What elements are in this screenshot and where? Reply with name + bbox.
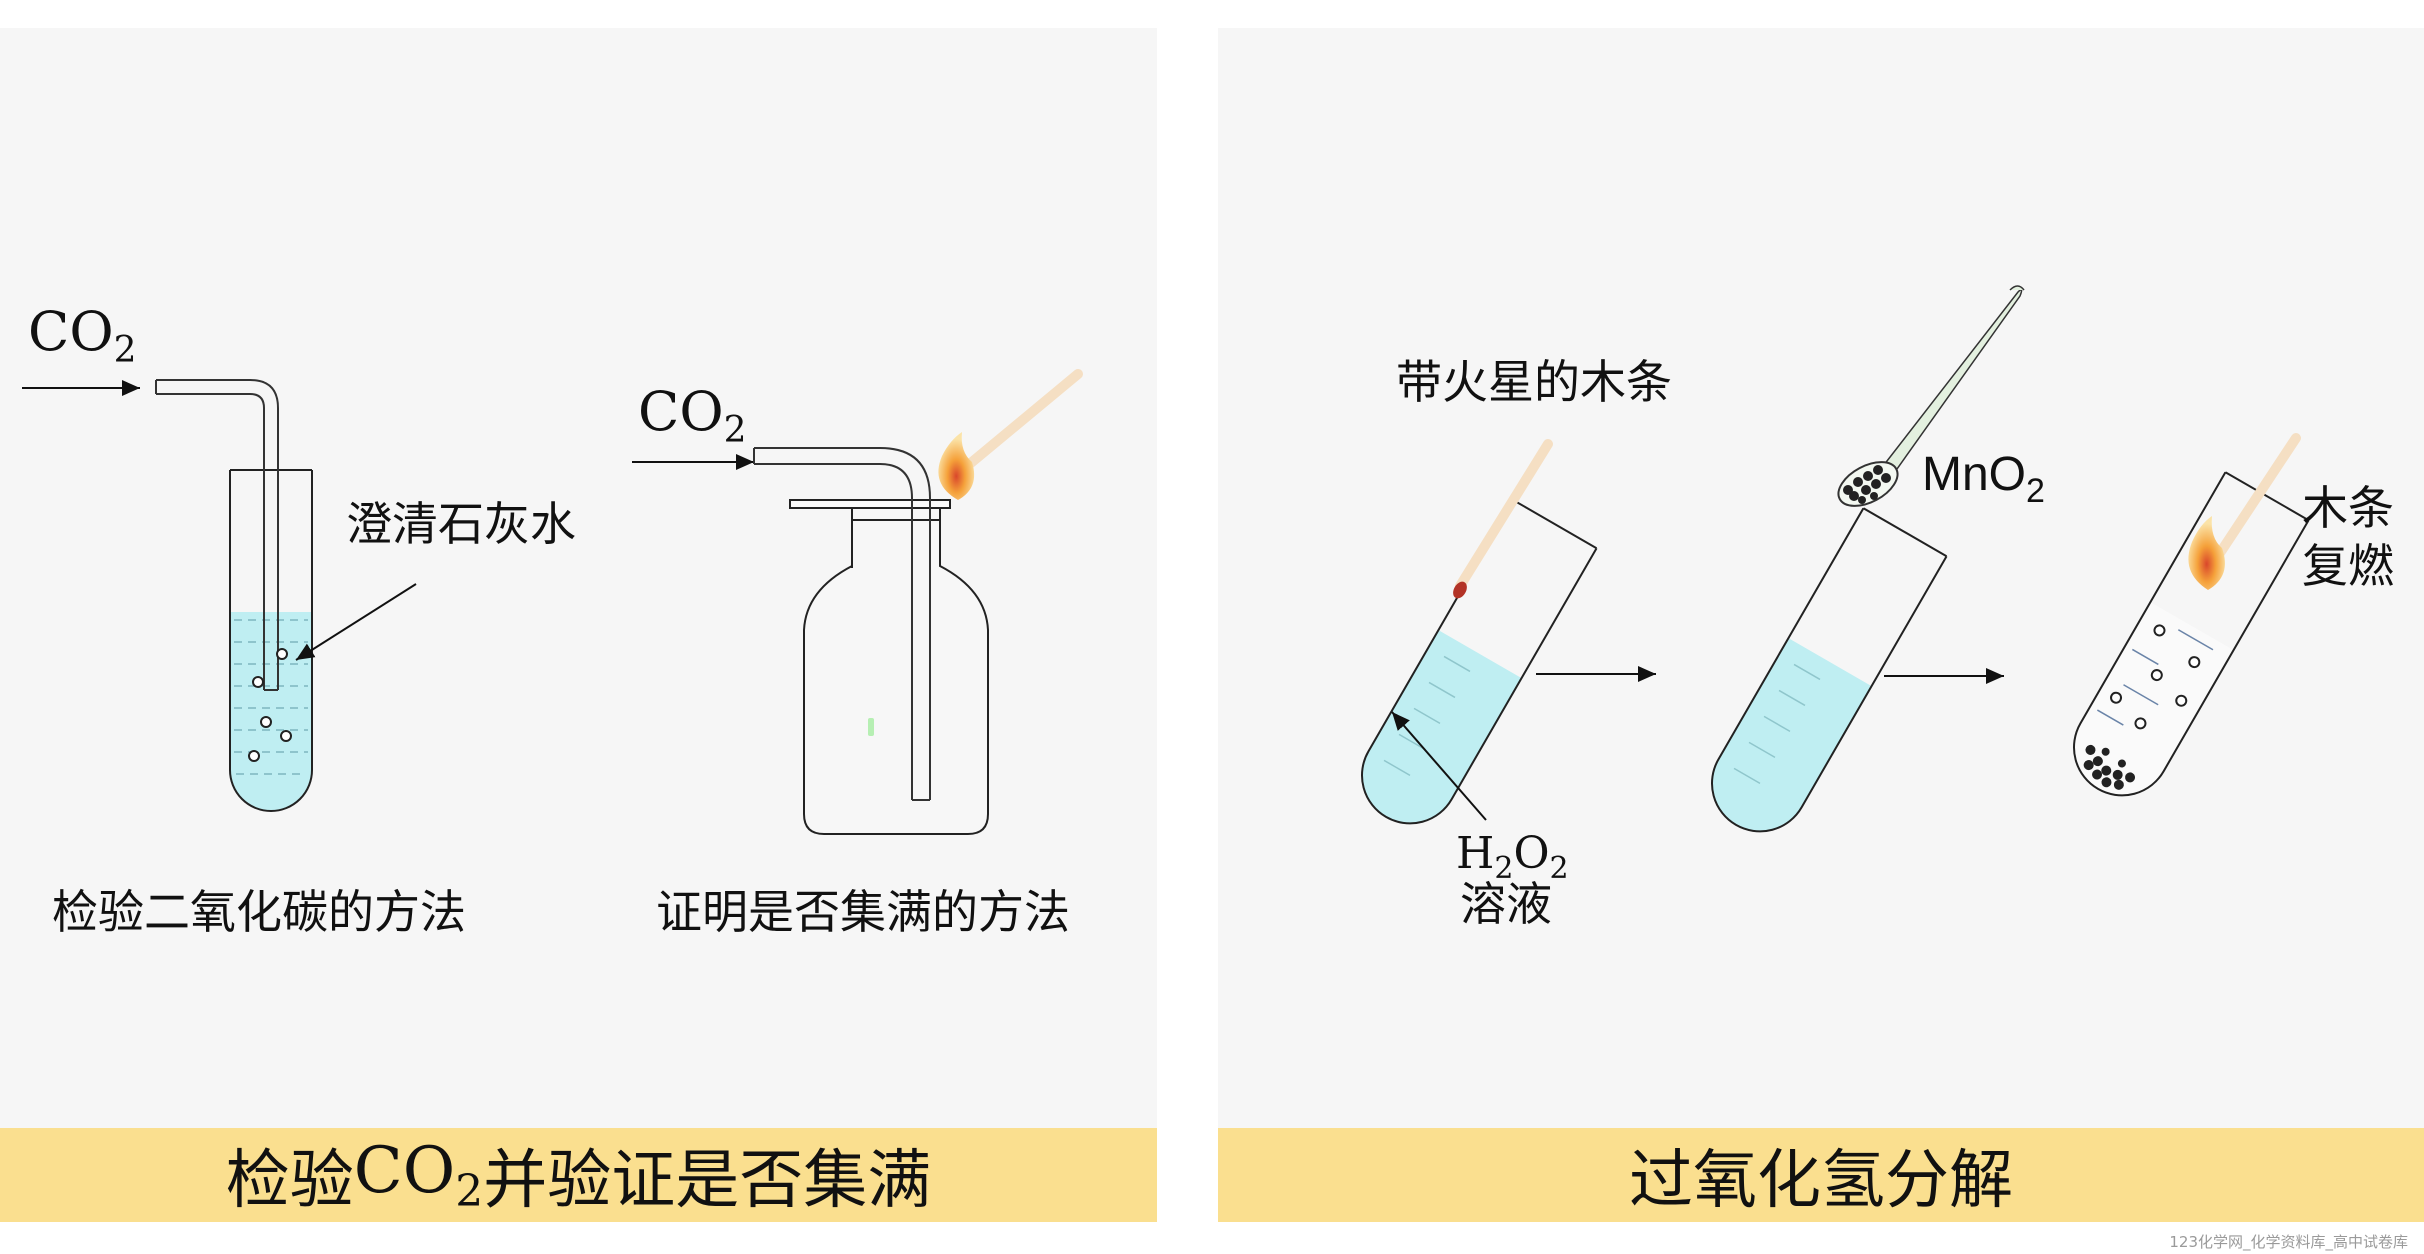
watermark: 123化学网_化学资料库_高中试卷库 xyxy=(2169,1233,2408,1251)
test-tube-h2o2 xyxy=(1361,499,1598,825)
h2o2-label: H2O2 xyxy=(1456,828,1569,886)
co2-label-top: CO2 xyxy=(28,300,137,371)
burning-splint xyxy=(938,369,1083,500)
limewater-pointer xyxy=(295,583,417,661)
solution-label: 溶液 xyxy=(1460,877,1552,931)
test-tube-limewater xyxy=(155,379,313,812)
banner-left-post: 并验证是否集满 xyxy=(483,1144,932,1218)
co2-label-bottle: CO2 xyxy=(638,380,747,451)
relight-label-1: 木条 xyxy=(2302,481,2394,535)
test-tube-middle xyxy=(1711,507,1948,833)
mno2-label: MnO2 xyxy=(1922,448,2045,510)
limewater-label: 澄清石灰水 xyxy=(346,497,576,551)
test-tube-reaction xyxy=(2073,471,2310,797)
relit-splint xyxy=(2188,433,2301,590)
banner-left-chem: CO2 xyxy=(353,1133,484,1217)
h2o2-pointer xyxy=(1391,711,1487,821)
caption-co2-test: 检验二氧化碳的方法 xyxy=(52,885,466,939)
glowing-splint xyxy=(1453,439,1553,599)
glowing-splint-label: 带火星的木条 xyxy=(1396,355,1672,409)
banner-left-pre: 检验 xyxy=(225,1144,354,1218)
banner-h2o2-decomposition: 过氧化氢分解 xyxy=(1218,1128,2424,1222)
gas-collecting-bottle xyxy=(753,447,989,835)
left-panel xyxy=(0,28,1157,1128)
caption-gas-full: 证明是否集满的方法 xyxy=(656,885,1070,939)
relight-label-2: 复燃 xyxy=(2302,539,2394,593)
right-panel xyxy=(1218,28,2424,1128)
spoon-mno2 xyxy=(1837,285,2025,507)
